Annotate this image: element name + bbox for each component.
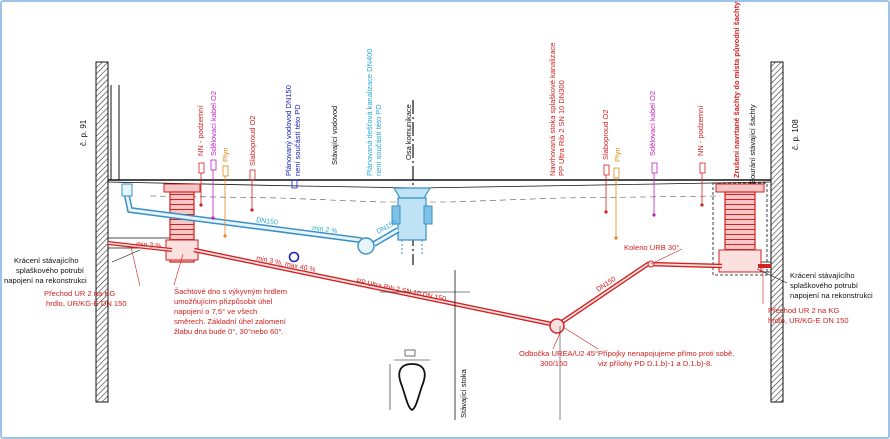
existing-sewer-profile — [389, 349, 430, 412]
note-branch: Odbočka UREA/U2 45° 300/150 — [519, 349, 600, 368]
right-shaft — [712, 182, 768, 276]
rainwater-inlet — [391, 187, 433, 256]
label-sdel-right: Sdělovací kabel O2 — [648, 91, 657, 156]
sewer-pipes — [107, 241, 771, 334]
label-stoka-1: Navrhovaná stoka splaškové kanalizace — [548, 43, 557, 176]
stormwater-pipe — [121, 183, 400, 255]
left-building-wall — [95, 61, 120, 403]
leader-lines — [111, 246, 788, 350]
label-cp108: č. p. 108 — [791, 119, 800, 150]
label-vodovod-plan-1: Plánovaný vodovod DN150 — [284, 85, 293, 176]
label-main: PP Ultra Rib 2 SN 10 DN 150 — [356, 278, 447, 303]
planned-water-main — [288, 251, 300, 263]
left-shaft — [163, 183, 201, 263]
note-connections: Přípojky nenapojujeme přímo proti sobě, … — [598, 349, 736, 368]
label-zruseni-1: Zrušení navrtané šachty do místa původní… — [732, 1, 741, 178]
label-destova-2: není součástí této PD — [374, 104, 383, 176]
label-slaboproud-right: Slaboproud O2 — [601, 110, 610, 160]
label-plyn-left: Plyn — [221, 147, 230, 162]
note-elbow: Koleno URB 30° — [624, 243, 679, 252]
note-left-transition: Přechod UR 2 na KG hrdlo, UR/KG-E DN 150 — [44, 289, 127, 308]
label-stoka-2: PP Ultra Rib 2 SN 10 DN300 — [557, 80, 566, 176]
label-nn-right: NN - podzemní — [696, 105, 705, 156]
label-stavajici-stoka: Stávající stoka — [459, 368, 468, 418]
label-destova-1: Plánovaná dešťová kanalizace DN400 — [365, 49, 374, 176]
road-surface — [107, 179, 772, 273]
label-dn150-upper: DN150 — [256, 217, 279, 227]
note-left-reconstruction: Krácení stávajícího splaškového potrubí … — [4, 256, 87, 285]
label-sdel-left: Sdělovací kabel O2 — [209, 91, 218, 156]
label-nn-left: NN - podzemní — [196, 105, 205, 156]
label-cp91: č. p. 91 — [79, 119, 88, 146]
label-plyn-right: Plyn — [613, 147, 622, 162]
label-slaboproud-left: Slaboproud O2 — [248, 116, 257, 166]
note-right-reconstruction: Krácení stávajícího splaškového potrubí … — [790, 271, 873, 300]
note-shaft-bottom: Šachtové dno s výkyvným hrdlem umožňujíc… — [174, 287, 289, 336]
label-vodovod-plan-2: není součástí této PD — [293, 104, 302, 176]
label-min3: min 3 % — [136, 241, 162, 250]
label-zruseni-2: Bourání stávající šachty — [748, 104, 757, 184]
label-vodovod-stav: Stávající vodovod — [330, 106, 339, 165]
vertical-labels: č. p. 91 NN - podzemní Sdělovací kabel O… — [79, 1, 800, 418]
note-right-transition: Přechod UR 2 na KG hrdlo, UR/KG-E DN 150 — [768, 306, 849, 325]
notes: Krácení stávajícího splaškového potrubí … — [4, 243, 873, 368]
right-building-wall — [770, 61, 784, 403]
dimension-lines — [380, 270, 561, 420]
label-osa: Osa komunikace — [404, 104, 413, 160]
utility-markers — [198, 159, 706, 240]
label-slope-upper: min 2 % — [312, 225, 338, 235]
